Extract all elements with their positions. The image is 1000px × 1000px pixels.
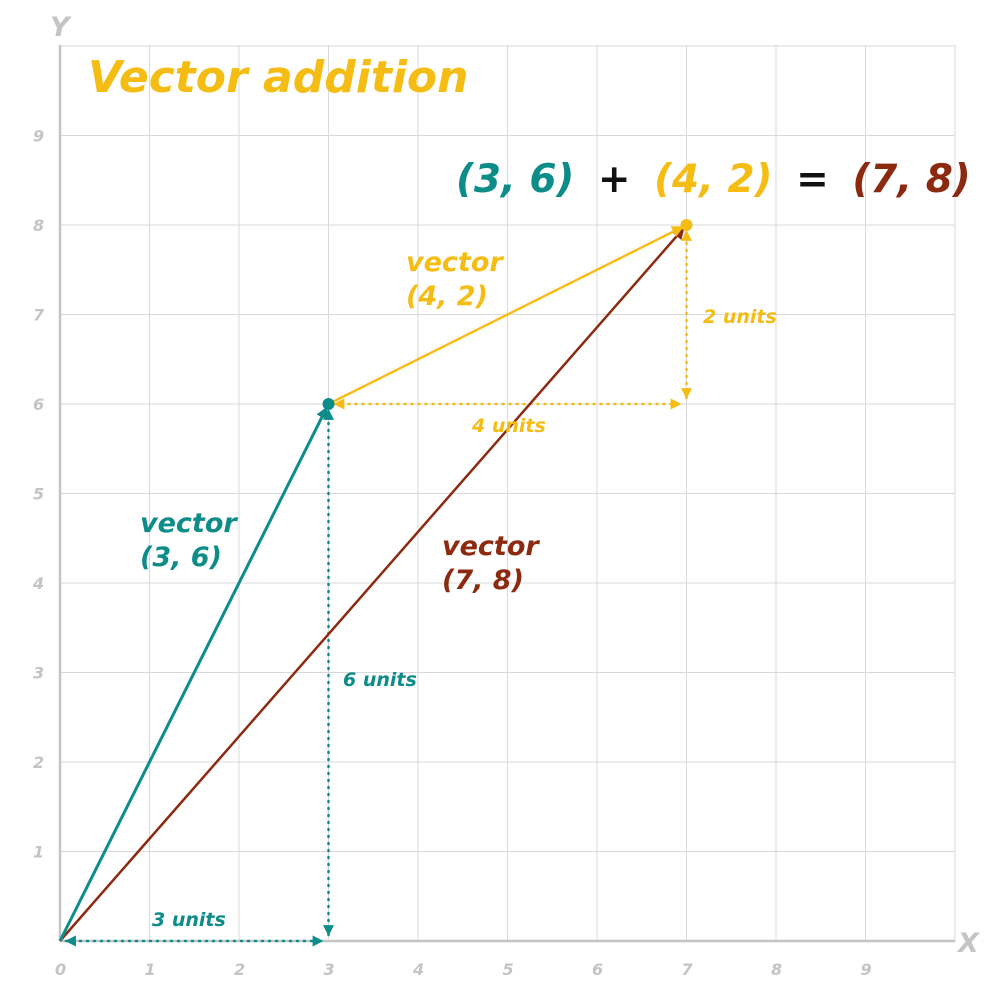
x-tick-label: 9 [861, 960, 872, 979]
x-tick-label: 7 [682, 960, 694, 979]
equation-vector-a: (3, 6) [456, 157, 574, 202]
equation: (3, 6) + (4, 2) = (7, 8) [456, 157, 971, 202]
y-tick-label: 6 [33, 395, 44, 414]
unit-label-a-y: 6 units [343, 669, 417, 691]
y-tick-label: 8 [33, 216, 44, 235]
tick-labels: 0 1 2 3 4 5 6 7 8 9 1 2 3 4 5 6 7 8 9 [32, 127, 872, 980]
vector-b-coords: (4, 2) [406, 281, 488, 312]
y-tick-label: 1 [33, 843, 44, 862]
unit-label-b-y: 2 units [703, 306, 777, 328]
diagram-title: Vector addition [88, 52, 469, 103]
y-axis-letter: Y [50, 12, 72, 43]
vector-a-label: vector (3, 6) [140, 508, 246, 573]
equation-equals: = [796, 157, 829, 202]
vector-a-word: vector [140, 508, 238, 539]
equation-result: (7, 8) [852, 157, 970, 202]
x-tick-label: 8 [771, 960, 782, 979]
x-tick-label: 0 [55, 960, 66, 979]
vector-arrow-a [58, 406, 329, 942]
vector-a-coords: (3, 6) [140, 542, 222, 573]
vector-sum-word: vector [442, 531, 540, 562]
y-tick-label: 2 [33, 753, 44, 772]
y-tick-label: 4 [32, 574, 44, 593]
y-tick-label: 7 [33, 306, 45, 325]
vector-b-label: vector (4, 2) [406, 247, 512, 312]
vector-arrow-b [327, 225, 684, 406]
x-tick-label: 5 [503, 960, 514, 979]
x-axis-letter: X [956, 928, 980, 959]
equation-vector-b: (4, 2) [654, 157, 772, 202]
equation-plus: + [598, 157, 631, 202]
x-tick-label: 6 [592, 960, 603, 979]
x-tick-label: 3 [324, 960, 335, 979]
endpoint-dot-b [680, 219, 693, 231]
x-tick-label: 2 [234, 960, 245, 979]
y-tick-label: 5 [33, 485, 44, 504]
endpoint-dot-a [322, 398, 335, 410]
vector-arrow-sum [59, 227, 685, 942]
unit-label-a-x: 3 units [152, 909, 226, 931]
vector-sum-label: vector (7, 8) [442, 531, 548, 596]
y-tick-label: 9 [33, 127, 44, 146]
vector-sum-coords: (7, 8) [442, 565, 524, 596]
x-tick-label: 1 [145, 960, 156, 979]
y-tick-label: 3 [33, 664, 44, 683]
x-tick-label: 4 [412, 960, 424, 979]
vector-b-word: vector [406, 247, 504, 278]
unit-label-b-x: 4 units [471, 415, 546, 437]
